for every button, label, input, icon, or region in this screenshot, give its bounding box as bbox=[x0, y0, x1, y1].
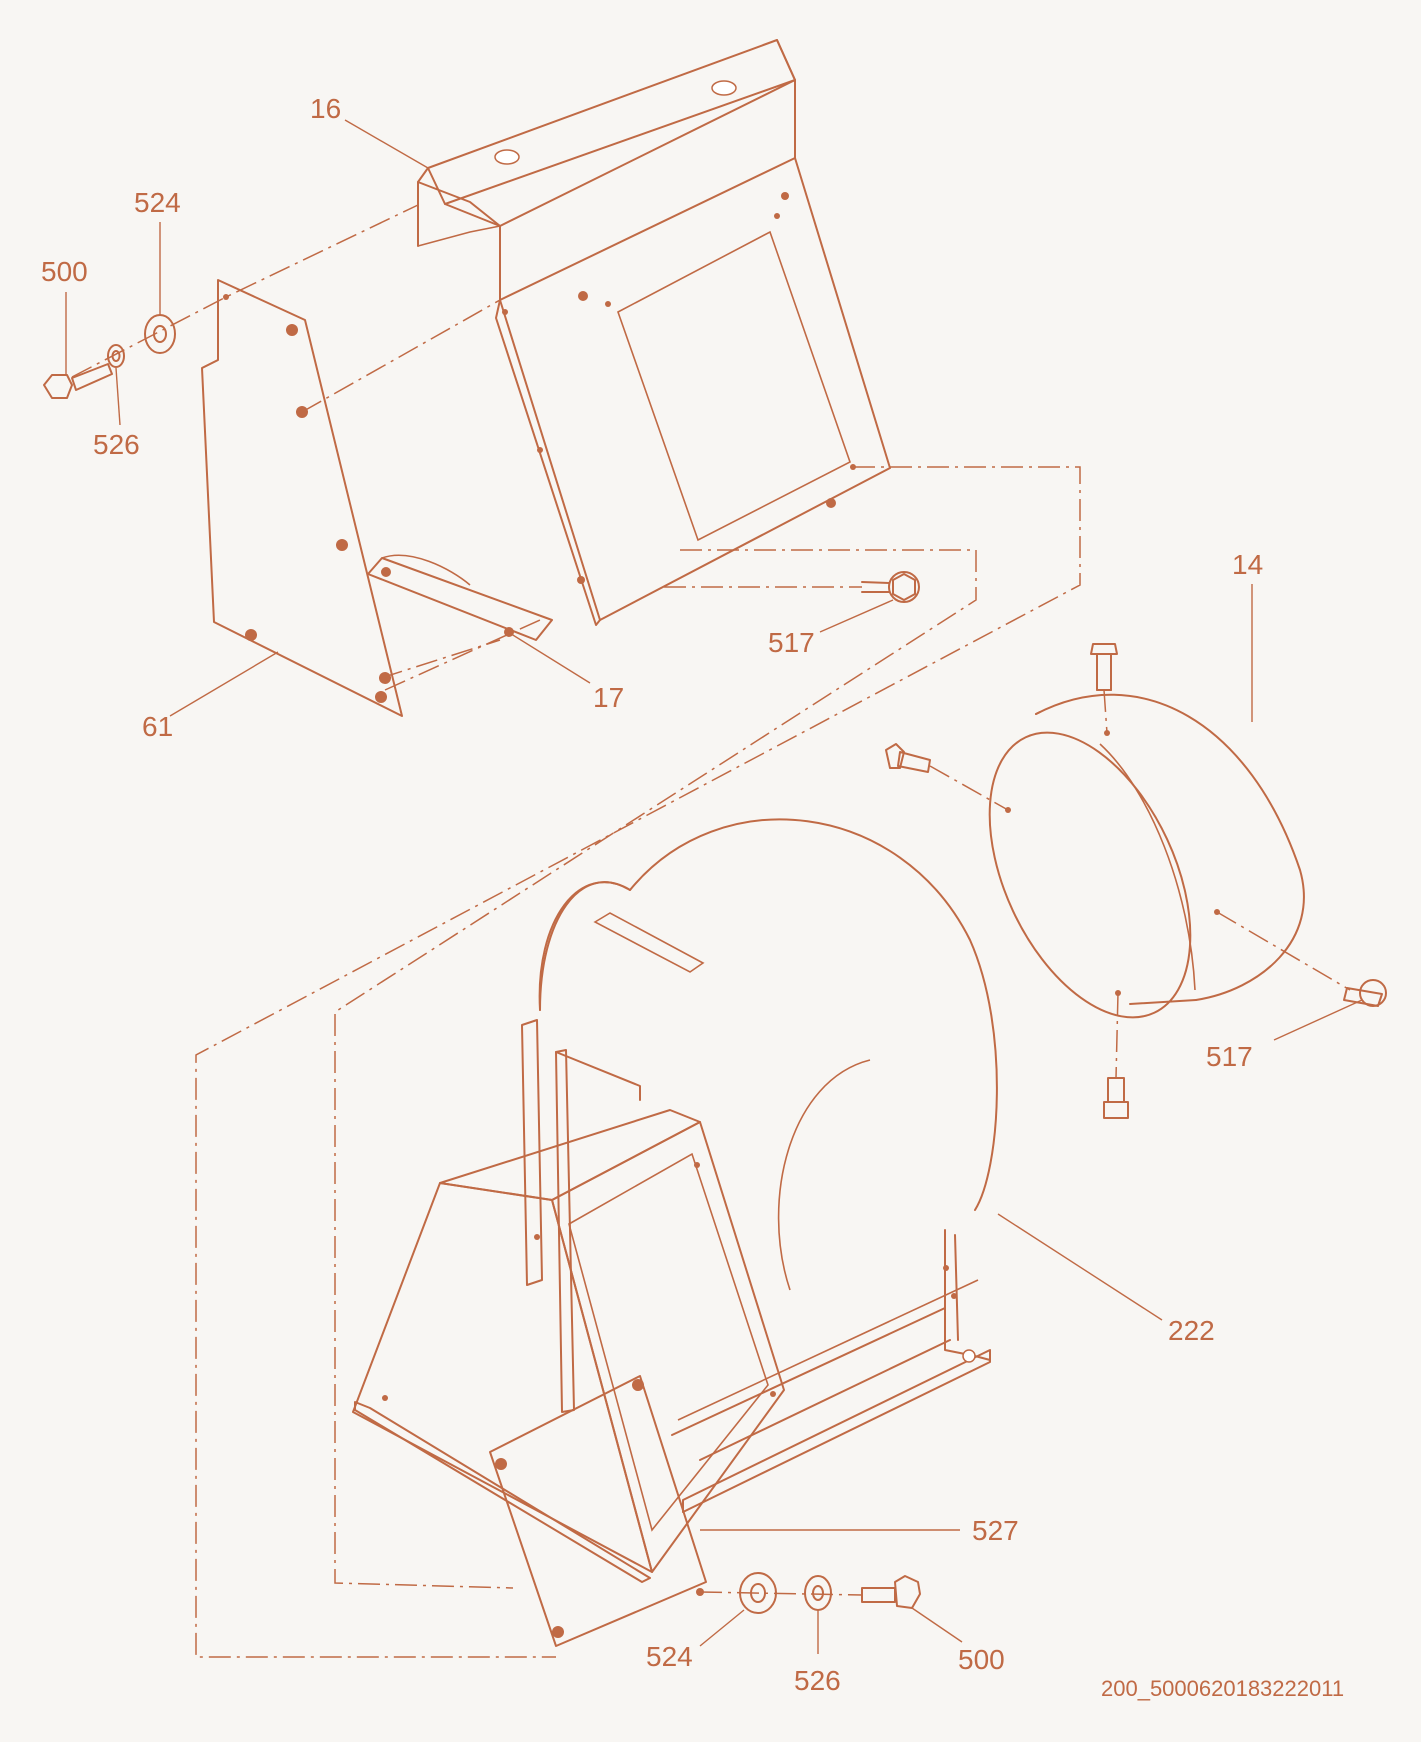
hood-hole-1 bbox=[494, 149, 520, 165]
label-500-bottom: 500 bbox=[958, 1644, 1005, 1675]
part-16-hood bbox=[417, 39, 891, 626]
assembly-lines bbox=[71, 204, 1351, 1658]
label-500-top: 500 bbox=[41, 256, 88, 287]
part-61-side-panel bbox=[201, 279, 403, 717]
part-discharge-duct bbox=[352, 1109, 785, 1583]
fastener-500-top bbox=[43, 363, 113, 399]
callout-labels: 16 524 500 526 517 17 61 14 517 222 527 … bbox=[41, 93, 1344, 1701]
part-14-collar bbox=[988, 693, 1305, 1019]
bolt-517-ring-right bbox=[1343, 979, 1387, 1007]
part-17-strip bbox=[367, 554, 553, 641]
label-222: 222 bbox=[1168, 1315, 1215, 1346]
bolt-517-upper bbox=[861, 571, 920, 603]
hood-hole-2 bbox=[711, 80, 737, 96]
part-527-cover-plate bbox=[489, 1375, 707, 1647]
label-524-bottom: 524 bbox=[646, 1641, 693, 1672]
label-517-right: 517 bbox=[1206, 1041, 1253, 1072]
label-61: 61 bbox=[142, 711, 173, 742]
fastener-500-bottom bbox=[861, 1575, 921, 1609]
washer-526-bottom bbox=[804, 1575, 832, 1611]
label-16: 16 bbox=[310, 93, 341, 124]
bolt-517-ring-left bbox=[885, 743, 931, 773]
bolt-517-ring-bottom bbox=[1103, 1077, 1129, 1119]
leader-lines bbox=[65, 119, 1363, 1654]
label-14: 14 bbox=[1232, 549, 1263, 580]
label-524-top: 524 bbox=[134, 187, 181, 218]
label-17: 17 bbox=[593, 682, 624, 713]
bolt-517-ring-top bbox=[1090, 643, 1118, 691]
washer-524-top bbox=[144, 314, 176, 354]
drawing-code: 200_5000620183222011 bbox=[1101, 1676, 1344, 1701]
label-527: 527 bbox=[972, 1515, 1019, 1546]
label-517-upper: 517 bbox=[768, 627, 815, 658]
label-526-top: 526 bbox=[93, 429, 140, 460]
label-526-bottom: 526 bbox=[794, 1665, 841, 1696]
part-222-fan-housing bbox=[521, 818, 998, 1513]
washer-526-top bbox=[107, 344, 125, 368]
